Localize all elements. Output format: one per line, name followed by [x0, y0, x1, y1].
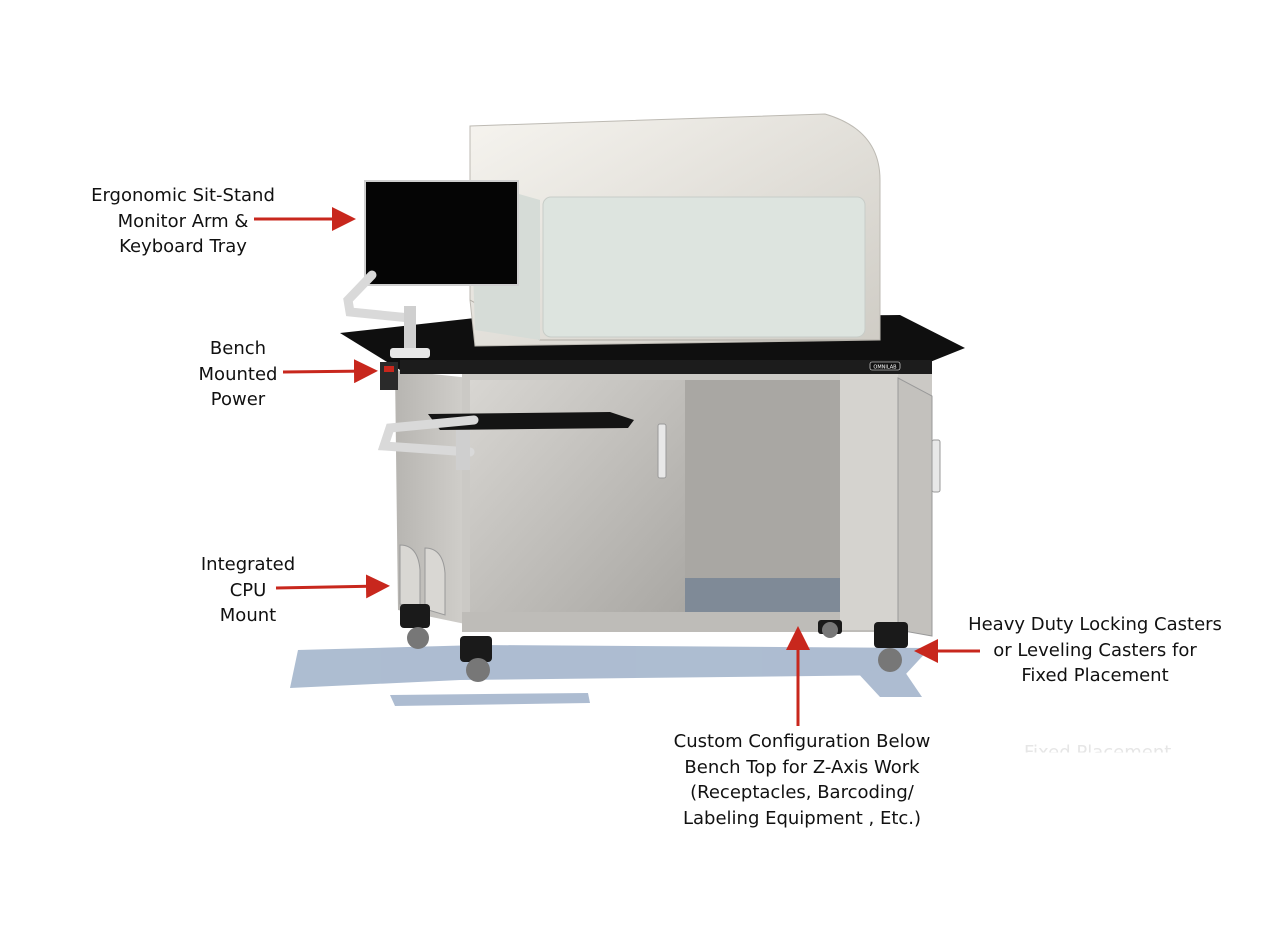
- label-line: Monitor Arm &: [117, 210, 249, 232]
- label-line: Ergonomic Sit-Stand: [91, 185, 275, 206]
- floor-shadow: [290, 645, 930, 706]
- label-line: Heavy Duty Locking Casters: [968, 614, 1222, 635]
- enclosure: [469, 113, 881, 347]
- label-bench-power: Bench Mounted Power: [183, 336, 293, 413]
- label-line: (Receptacles, Barcoding/: [690, 782, 914, 803]
- label-line: or Leveling Casters for: [993, 639, 1197, 661]
- label-line: Integrated: [200, 554, 296, 575]
- label-line: Custom Configuration Below: [673, 731, 931, 752]
- lower-cabinet: [395, 370, 941, 637]
- label-line: Keyboard Tray: [119, 236, 247, 257]
- label-line: CPU: [229, 579, 267, 601]
- monitor-arm: [343, 180, 519, 358]
- label-configuration: Custom Configuration Below Bench Top for…: [664, 729, 940, 831]
- label-line: Fixed Placement: [1021, 665, 1169, 686]
- label-cpu-mount: Integrated CPU Mount: [193, 552, 303, 629]
- label-line: Mount: [219, 605, 277, 626]
- label-line: Bench Top for Z-Axis Work: [684, 756, 920, 778]
- label-line: Bench: [209, 338, 267, 359]
- casters: [400, 604, 908, 682]
- label-monitor-arm: Ergonomic Sit-Stand Monitor Arm & Keyboa…: [84, 183, 282, 260]
- label-line: Power: [210, 389, 266, 410]
- arrow-bench-power: [282, 359, 378, 384]
- brand-badge: OMNILAB: [873, 365, 897, 371]
- keyboard-tray: [377, 412, 634, 470]
- callout-arrows: [254, 207, 980, 726]
- label-line: Labeling Equipment , Etc.): [682, 807, 922, 829]
- arrow-cpu-mount: [275, 574, 390, 599]
- ghost-caption: Fixed Placement: [1024, 742, 1172, 763]
- label-casters: Heavy Duty Locking Casters or Leveling C…: [966, 612, 1224, 689]
- label-line: Mounted: [198, 363, 278, 385]
